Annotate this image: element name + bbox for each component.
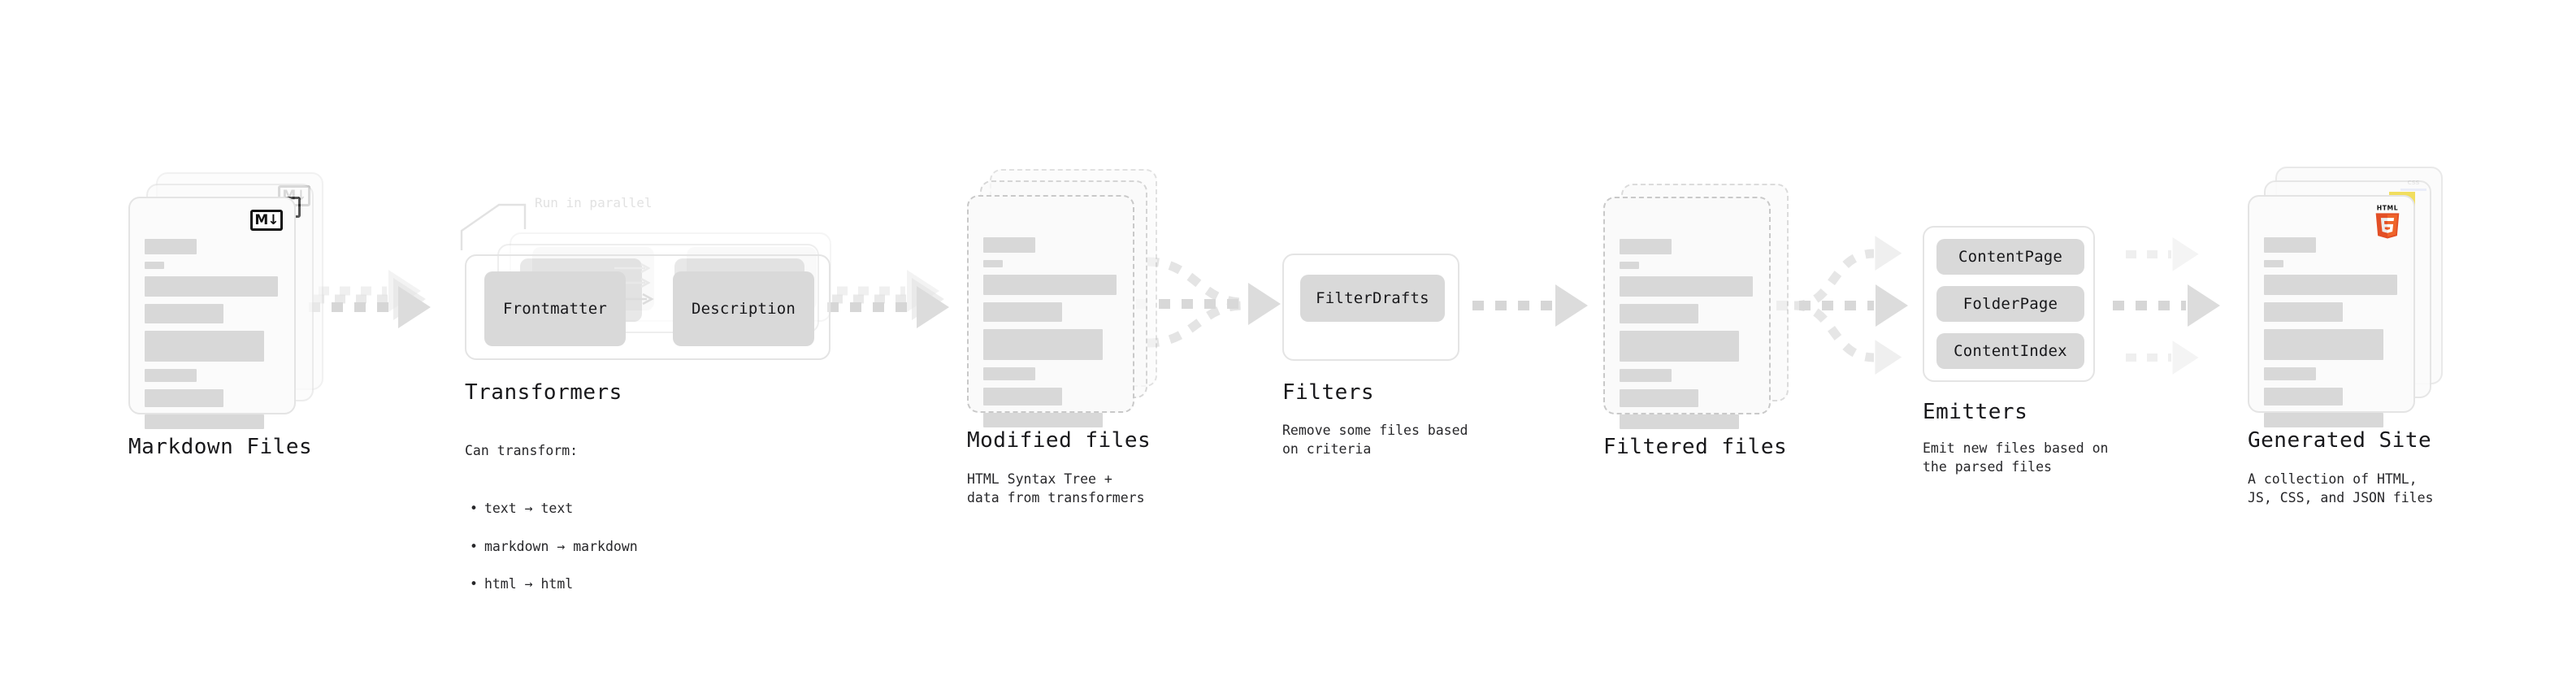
stage-title-emitters: Emitters — [1923, 400, 2028, 424]
content-line — [2264, 260, 2283, 267]
stage-title-markdown-files: Markdown Files — [128, 435, 313, 459]
content-line — [1620, 276, 1753, 297]
emitter-chip-folderpage[interactable]: FolderPage — [1936, 286, 2084, 322]
filter-chip-filterdrafts[interactable]: FilterDrafts — [1300, 275, 1445, 322]
content-line — [983, 329, 1103, 360]
transformer-chip-frontmatter[interactable]: Frontmatter — [484, 271, 626, 346]
subtitle-lead: Can transform: — [465, 443, 579, 459]
content-line — [145, 414, 264, 429]
chip-label: Frontmatter — [502, 300, 608, 318]
parallel-label: Run in parallel — [535, 195, 653, 210]
emitter-chip-contentpage[interactable]: ContentPage — [1936, 239, 2084, 275]
content-line — [145, 276, 278, 297]
content-line — [983, 413, 1103, 427]
markdown-file-card: M↓ — [128, 197, 296, 429]
list-item: markdown → markdown — [465, 537, 638, 556]
filters-box: FilterDrafts — [1282, 254, 1459, 361]
transformers-box: Frontmatter Description — [465, 254, 830, 360]
generated-site-file-card: HTML — [2248, 195, 2415, 427]
content-line — [983, 260, 1003, 267]
stage-subtitle-transformers: Can transform: text → text markdown → ma… — [465, 423, 638, 632]
markdown-icon: M↓ — [250, 210, 283, 231]
content-line — [983, 275, 1117, 295]
chip-label: Description — [691, 300, 796, 318]
list-item: html → html — [465, 575, 638, 593]
filtered-file-card — [1603, 197, 1771, 429]
chip-label: ContentPage — [1958, 248, 2063, 266]
content-line — [2264, 329, 2383, 360]
content-line — [1620, 369, 1672, 382]
content-line — [2264, 367, 2316, 380]
stage-title-generated-site: Generated Site — [2248, 428, 2432, 453]
content-line — [145, 239, 197, 254]
emitters-box: ContentPage FolderPage ContentIndex — [1923, 226, 2095, 382]
connector-emitters-to-site — [2113, 237, 2220, 375]
content-line — [2264, 302, 2343, 322]
stage-subtitle-modified-files: HTML Syntax Tree + data from transformer… — [967, 471, 1145, 506]
stage-title-modified-files: Modified files — [967, 428, 1151, 453]
stage-subtitle-emitters: Emit new files based on the parsed files — [1923, 440, 2109, 475]
content-line — [1620, 304, 1698, 323]
content-line — [1620, 331, 1739, 362]
content-line — [145, 304, 223, 323]
content-line — [983, 388, 1062, 406]
connector-transformers-to-modified — [827, 270, 949, 328]
content-line — [2264, 388, 2343, 406]
chip-label: FolderPage — [1962, 295, 2058, 313]
content-line — [1620, 239, 1672, 254]
connector-filtered-to-emitters — [1776, 236, 1908, 375]
connector-md-to-transformers — [309, 270, 431, 328]
content-line — [145, 262, 164, 269]
content-line — [2264, 237, 2316, 253]
transform-list: text → text markdown → markdown html → h… — [465, 479, 638, 613]
content-line — [2264, 413, 2383, 427]
stage-title-filtered-files: Filtered files — [1603, 435, 1788, 459]
emitter-chip-contentindex[interactable]: ContentIndex — [1936, 333, 2084, 369]
connector-filters-to-filtered — [1472, 284, 1588, 327]
svg-text:HTML: HTML — [2377, 205, 2398, 212]
content-line — [1620, 389, 1698, 407]
content-line — [983, 302, 1062, 322]
content-line — [1620, 262, 1639, 269]
parallel-bracket — [460, 203, 527, 250]
content-line — [145, 369, 197, 382]
content-line — [145, 389, 223, 407]
stage-subtitle-generated-site: A collection of HTML, JS, CSS, and JSON … — [2248, 471, 2434, 506]
list-item: text → text — [465, 499, 638, 518]
content-line — [145, 331, 264, 362]
content-line — [983, 367, 1035, 380]
chip-label: FilterDrafts — [1316, 289, 1429, 307]
transformer-chip-description[interactable]: Description — [673, 271, 814, 346]
modified-file-card — [967, 195, 1134, 427]
connector-modified-to-filters — [1136, 257, 1281, 348]
content-line — [1620, 414, 1739, 429]
html5-icon: HTML — [2375, 205, 2400, 239]
content-line — [983, 237, 1035, 253]
stage-title-filters: Filters — [1282, 380, 1375, 405]
stage-subtitle-filters: Remove some files based on criteria — [1282, 423, 1468, 458]
content-line — [2264, 275, 2397, 295]
stage-title-transformers: Transformers — [465, 380, 622, 405]
chip-label: ContentIndex — [1954, 342, 2067, 360]
